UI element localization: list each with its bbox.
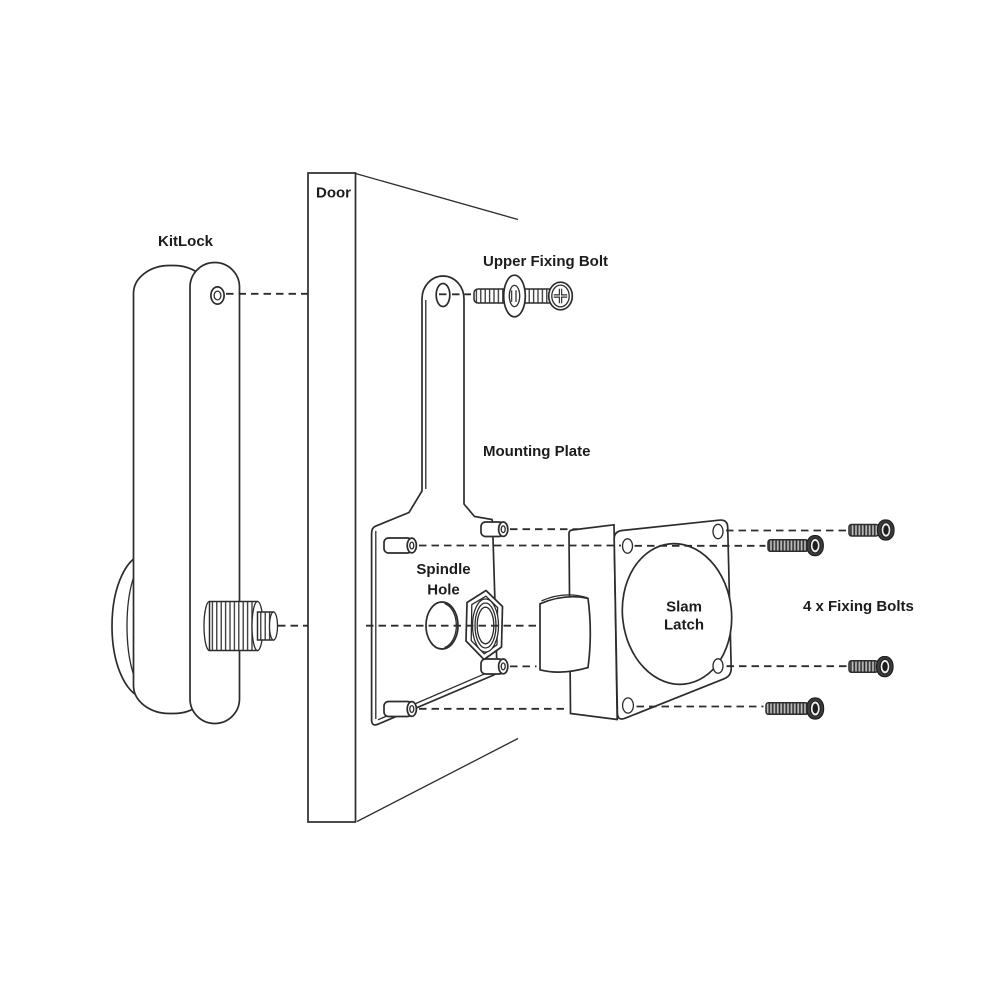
kitlock-label: KitLock xyxy=(158,233,214,250)
fixing-bolts-label: 4 x Fixing Bolts xyxy=(803,598,914,615)
phillips-head xyxy=(547,281,574,311)
latch-hole-top-right xyxy=(712,523,724,540)
spindle-hole-label-line2: Hole xyxy=(427,582,460,599)
slam-latch-label-line2: Latch xyxy=(664,617,704,634)
latch-hole-bottom-right xyxy=(712,658,724,674)
mounting-plate-outline xyxy=(370,275,498,726)
slam-latch-label-line1: Slam xyxy=(666,599,702,616)
latch-round-face xyxy=(621,542,733,686)
fixing-bolt-2 xyxy=(767,534,824,557)
door-bottom-perspective-edge xyxy=(356,737,519,823)
upper-fixing-bolt-label: Upper Fixing Bolt xyxy=(483,253,608,270)
spindle-hole-label-line1: Spindle xyxy=(416,561,470,578)
door-front-face xyxy=(307,172,357,823)
mounting-stud-bottom-right xyxy=(480,658,509,675)
slam-latch: Slam Latch xyxy=(539,519,733,721)
kitlock-body: KitLock xyxy=(111,233,279,725)
upper-fixing-bolt: Upper Fixing Bolt xyxy=(473,253,608,318)
mounting-stud-top-right xyxy=(480,521,509,538)
washer xyxy=(502,274,527,318)
latch-hole-bottom-left xyxy=(621,697,635,714)
alignment-dashed-lines xyxy=(226,292,848,710)
kitlock-threaded-spindle-boss xyxy=(203,600,279,652)
door-label: Door xyxy=(316,185,351,202)
door-top-perspective-edge xyxy=(355,172,519,221)
mounting-plate-label: Mounting Plate xyxy=(483,443,591,460)
latch-hole-top-left xyxy=(621,538,634,554)
mounting-stud-bottom-left xyxy=(383,700,418,718)
kitlock-fixing-hole-inner xyxy=(213,290,222,301)
fixing-bolt-4 xyxy=(765,697,825,720)
fixing-bolt-3 xyxy=(848,655,894,678)
kitlock-front-face xyxy=(189,261,241,725)
fixing-bolt-1 xyxy=(848,519,895,541)
mounting-stud-top-left xyxy=(383,537,418,554)
latch-cam xyxy=(539,594,592,673)
door-panel: Door xyxy=(307,172,519,823)
